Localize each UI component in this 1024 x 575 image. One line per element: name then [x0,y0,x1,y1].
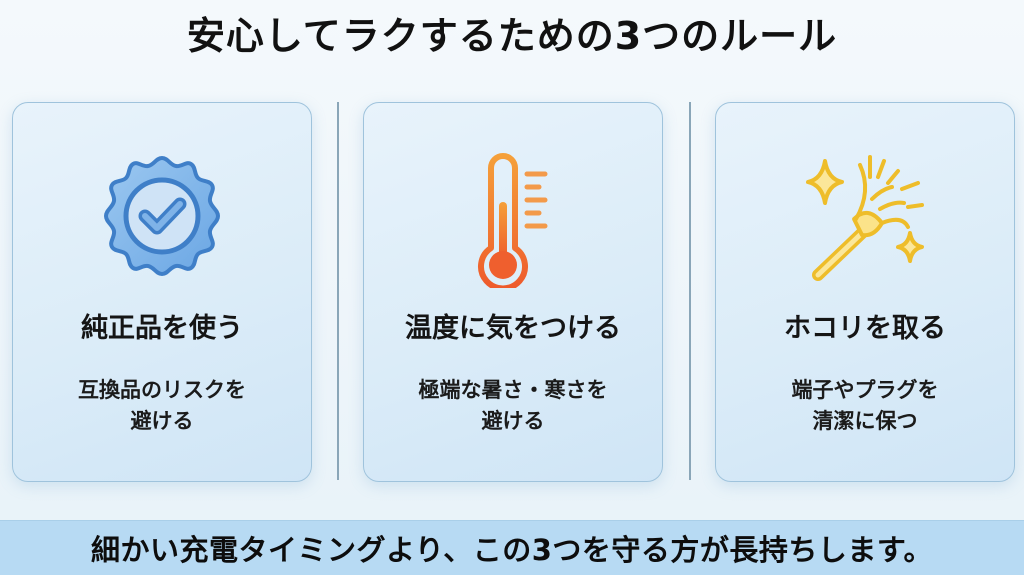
verified-badge-check-icon [87,143,237,293]
column-divider [337,102,339,480]
rule-title: 温度に気をつける [405,313,621,344]
rule-title: ホコリを取る [784,313,946,344]
column-divider [689,102,691,480]
rule-description: 端子やプラグを 清潔に保つ [791,378,939,433]
rule-card-genuine-parts: 純正品を使う 互換品のリスクを 避ける [12,102,312,482]
rule-title: 純正品を使う [81,313,243,344]
footer-banner: 細かい充電タイミングより、この3つを守る方が長持ちします。 [0,520,1024,575]
rule-card-temperature: 温度に気をつける 極端な暑さ・寒さを 避ける [363,102,663,482]
page-title: 安心してラクするための3つのルール [186,14,838,58]
rule-description: 極端な暑さ・寒さを 避ける [418,378,608,433]
duster-sparkle-icon [790,143,940,293]
footer-message: 細かい充電タイミングより、この3つを守る方が長持ちします。 [90,533,934,567]
rule-card-remove-dust: ホコリを取る 端子やプラグを 清潔に保つ [715,102,1015,482]
thermometer-icon [438,143,588,293]
rule-description: 互換品のリスクを 避ける [78,378,246,433]
